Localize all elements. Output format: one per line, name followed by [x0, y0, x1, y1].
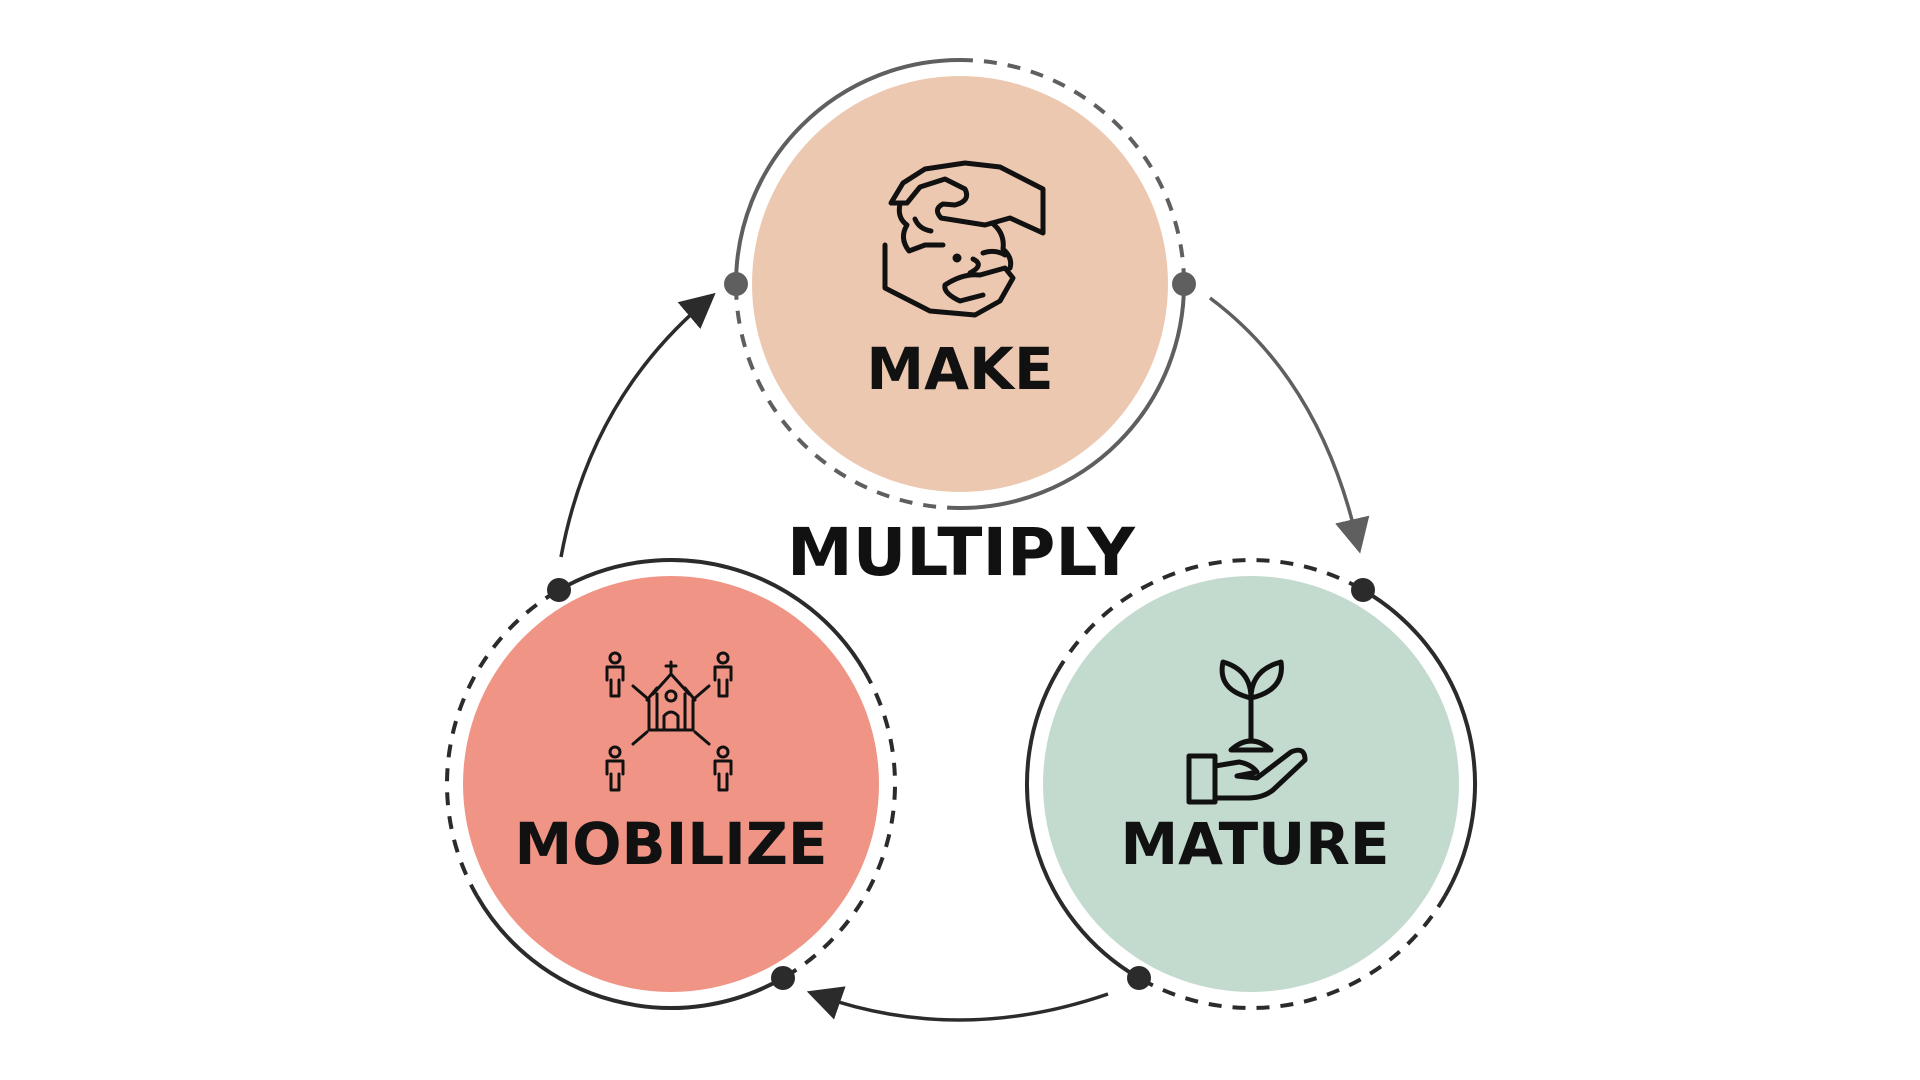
connector-dot — [1351, 578, 1375, 603]
rings — [445, 58, 1477, 1010]
person-icon — [713, 651, 733, 698]
make-ring-dashed — [959, 58, 1186, 285]
arrow-make-to-mature — [1208, 296, 1370, 554]
mature-ring-dashed — [1055, 558, 1364, 674]
mobilize-ring-solid — [475, 894, 784, 1010]
person-icon — [713, 745, 733, 792]
make-circle — [752, 76, 1168, 492]
make-ring-dashed — [734, 283, 961, 510]
church-network-icon — [605, 651, 733, 792]
multiply-title: MULTIPLY — [787, 514, 1136, 591]
mobilize-circle — [463, 576, 879, 992]
mature-circle — [1043, 576, 1459, 992]
person-icon — [605, 651, 625, 698]
mobilize-label: MOBILIZE — [514, 810, 827, 878]
mature-ring-solid — [1025, 671, 1141, 980]
make-ring-solid — [959, 283, 1186, 510]
person-icon — [605, 745, 625, 792]
mature-ring-dashed — [1138, 894, 1447, 1010]
mobilize-ring-solid — [558, 558, 867, 674]
connector-dot — [547, 578, 571, 603]
mature-label: MATURE — [1120, 810, 1389, 878]
connector-dot — [1172, 272, 1196, 296]
mature-ring-solid — [1361, 588, 1477, 897]
make-label: MAKE — [866, 335, 1053, 403]
arrow-mature-to-mobilize — [806, 986, 1109, 1022]
connector-dot — [771, 965, 795, 990]
make-ring-solid — [734, 58, 961, 285]
mobilize-ring-dashed — [781, 671, 897, 980]
hand-holding-plant-icon — [1186, 659, 1308, 805]
mobilize-ring-dashed — [445, 588, 561, 897]
hands-cradling-icon — [882, 160, 1046, 318]
arrow-mobilize-to-make — [559, 292, 716, 558]
connector-dot — [1127, 965, 1151, 990]
connector-dot — [724, 272, 748, 296]
